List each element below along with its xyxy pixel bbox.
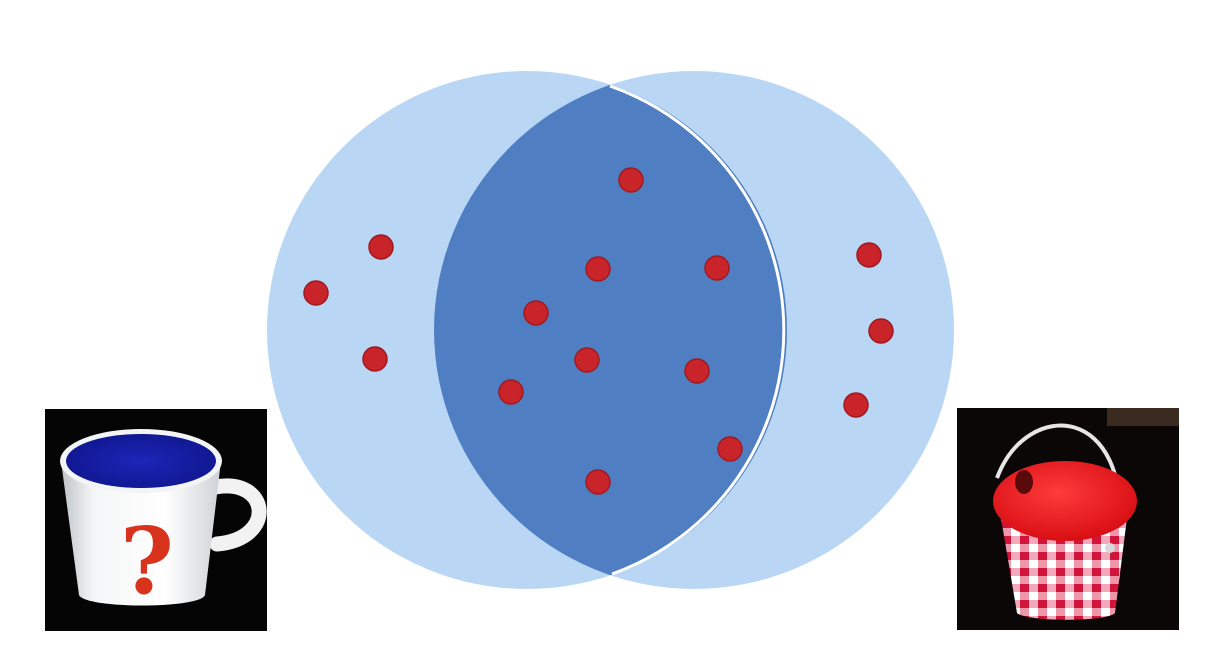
dot-right-3 (843, 392, 869, 418)
dot-left-2 (303, 280, 329, 306)
dot-middle-4 (523, 300, 549, 326)
question-mark: ? (120, 507, 174, 615)
dot-middle-5 (574, 347, 600, 373)
dot-left-3 (362, 346, 388, 372)
dot-middle-2 (585, 256, 611, 282)
mug-icon: ? (45, 409, 267, 631)
dot-middle-3 (704, 255, 730, 281)
dot-middle-1 (618, 167, 644, 193)
dot-middle-7 (498, 379, 524, 405)
dot-left-1 (368, 234, 394, 260)
dot-right-1 (856, 242, 882, 268)
bucket-icon (957, 408, 1179, 630)
dot-middle-9 (585, 469, 611, 495)
intersection-region (434, 71, 787, 589)
mug-photo: ? (45, 409, 267, 631)
dot-middle-6 (684, 358, 710, 384)
dot-middle-8 (717, 436, 743, 462)
intersection-outline (609, 84, 786, 576)
bucket-photo (957, 408, 1179, 630)
dot-right-2 (868, 318, 894, 344)
